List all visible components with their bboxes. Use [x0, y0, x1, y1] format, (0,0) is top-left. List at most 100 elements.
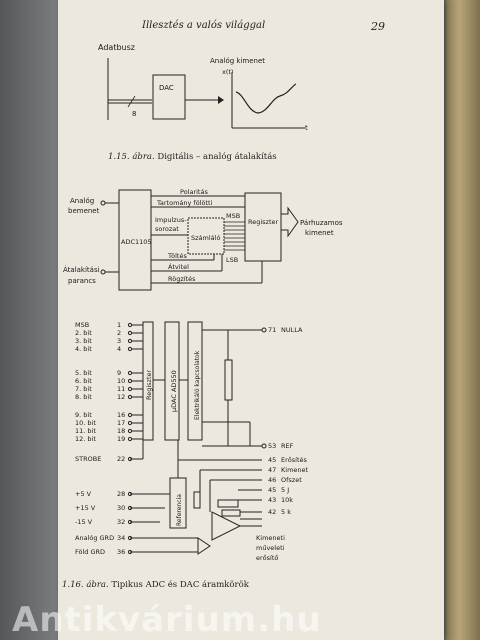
book-page	[58, 0, 444, 640]
left-pin-label: 5. bit	[75, 369, 92, 377]
impulzus-label-1: Impulzus-	[155, 216, 187, 224]
left-pin-number: 36	[117, 548, 125, 556]
left-pin-terminal	[127, 322, 133, 328]
figure-caption-1-16: 1.16. ábra. Tipikus ADC és DAC áramkörök	[62, 580, 249, 590]
analog-out-label: Analóg kimenet	[210, 57, 265, 65]
right-pin-number: 45	[268, 456, 276, 464]
left-pin-terminal	[127, 378, 133, 384]
left-pin-label: STROBE	[75, 455, 101, 463]
caption-text: Digitális – analóg átalakítás	[157, 152, 277, 162]
left-pin-terminal	[127, 456, 133, 462]
page-number: 29	[371, 20, 385, 33]
left-pin-terminal	[127, 519, 133, 525]
t-label: t	[305, 124, 308, 132]
left-pin-number: 17	[117, 419, 125, 427]
right-pin-label: REF	[281, 442, 294, 450]
left-pin-number: 1	[117, 321, 121, 329]
left-pin-label: 9. bit	[75, 411, 92, 419]
left-pin-terminal	[127, 370, 133, 376]
left-pin-label: 4. bit	[75, 345, 92, 353]
output-amp-label-1: Kimeneti	[256, 534, 285, 542]
atvitel-label: Átvitel	[168, 262, 189, 271]
left-page-edge	[0, 0, 58, 640]
left-pin-terminal	[127, 394, 133, 400]
convert-cmd-label-2: parancs	[68, 277, 96, 285]
left-pin-terminal	[127, 505, 133, 511]
right-pin-number: 53	[268, 442, 276, 450]
dac-label: DAC	[159, 84, 174, 92]
figure-caption-1-15: 1.15. ábra. Digitális – analóg átalakítá…	[108, 152, 277, 162]
left-pin-number: 30	[117, 504, 125, 512]
left-pin-number: 16	[117, 411, 125, 419]
left-pin-label: Föld GRD	[75, 548, 105, 556]
parallel-out-label-2: kimenet	[305, 229, 334, 237]
running-header: Illesztés a valós világgal	[142, 20, 266, 31]
book-spine	[446, 0, 480, 640]
switches-label: Elektrikáló kapcsolatok	[194, 350, 201, 420]
xt-label: x(t)	[222, 68, 233, 76]
toltes-label: Töltés	[167, 252, 187, 260]
left-pin-terminal	[127, 491, 133, 497]
msb-label: MSB	[226, 212, 240, 220]
left-pin-number: 19	[117, 435, 125, 443]
left-pin-number: 4	[117, 345, 121, 353]
output-amp-label-2: műveleti	[256, 543, 285, 552]
left-pin-label: 12. bit	[75, 435, 96, 443]
right-pin-label: 5 J	[281, 486, 289, 494]
left-pin-terminal	[127, 420, 133, 426]
left-pin-number: 34	[117, 534, 125, 542]
left-pin-number: 22	[117, 455, 125, 463]
left-pin-number: 12	[117, 393, 125, 401]
polaritas-label: Polaritás	[180, 188, 208, 196]
left-pin-terminal	[127, 535, 133, 541]
left-pin-terminal	[127, 412, 133, 418]
left-pin-label: 7. bit	[75, 385, 92, 393]
left-pin-terminal	[127, 436, 133, 442]
right-pin-number: 46	[268, 476, 276, 484]
left-pin-number: 32	[117, 518, 125, 526]
left-pin-terminal	[127, 549, 133, 555]
szamlalo-label: Számláló	[191, 234, 220, 242]
right-pin-label: 10k	[281, 496, 293, 504]
left-pin-label: +15 V	[75, 504, 96, 512]
right-pin-label: Erősítés	[281, 455, 307, 464]
adc-label: ADC1105	[121, 238, 152, 246]
left-pin-label: -15 V	[75, 518, 93, 526]
caption-prefix: 1.16. ábra.	[62, 580, 109, 590]
right-pin-number: 71	[268, 326, 276, 334]
left-pin-terminal	[127, 386, 133, 392]
right-pin-number: 42	[268, 508, 276, 516]
right-pin-label: Kimenet	[281, 466, 309, 474]
left-pin-number: 9	[117, 369, 121, 377]
left-pin-number: 3	[117, 337, 121, 345]
right-pin-number: 43	[268, 496, 276, 504]
left-pin-label: 10. bit	[75, 419, 96, 427]
caption-text: Tipikus ADC és DAC áramkörök	[111, 580, 249, 590]
regiszter-label: Regiszter	[248, 218, 279, 226]
left-pin-label: MSB	[75, 321, 89, 329]
left-pin-number: 28	[117, 490, 125, 498]
register-label: Regiszter	[145, 369, 153, 400]
caption-prefix: 1.15. ábra.	[108, 152, 155, 162]
analog-in-label-2: bemenet	[68, 207, 100, 215]
left-pin-terminal	[127, 346, 133, 352]
parallel-out-arrow	[280, 206, 299, 238]
left-pin-number: 10	[117, 377, 125, 385]
tulcsordulas-label: Tartomány fölötti	[156, 199, 213, 207]
right-pin-number: 47	[268, 466, 276, 474]
analog-waveform	[235, 83, 297, 114]
left-pin-number: 2	[117, 329, 121, 337]
output-amp-label-3: erősítő	[256, 553, 278, 562]
right-pin-label: 5 k	[281, 508, 291, 516]
left-pin-label: 6. bit	[75, 377, 92, 385]
left-pin-terminal	[127, 428, 133, 434]
opamp-symbol	[211, 511, 242, 541]
adatbusz-label: Adatbusz	[98, 43, 135, 52]
left-pin-terminal	[127, 338, 133, 344]
impulzus-label-2: sorozat	[155, 225, 179, 233]
left-pin-label: 8. bit	[75, 393, 92, 401]
watermark-text: Antikvárium.hu	[12, 600, 322, 640]
